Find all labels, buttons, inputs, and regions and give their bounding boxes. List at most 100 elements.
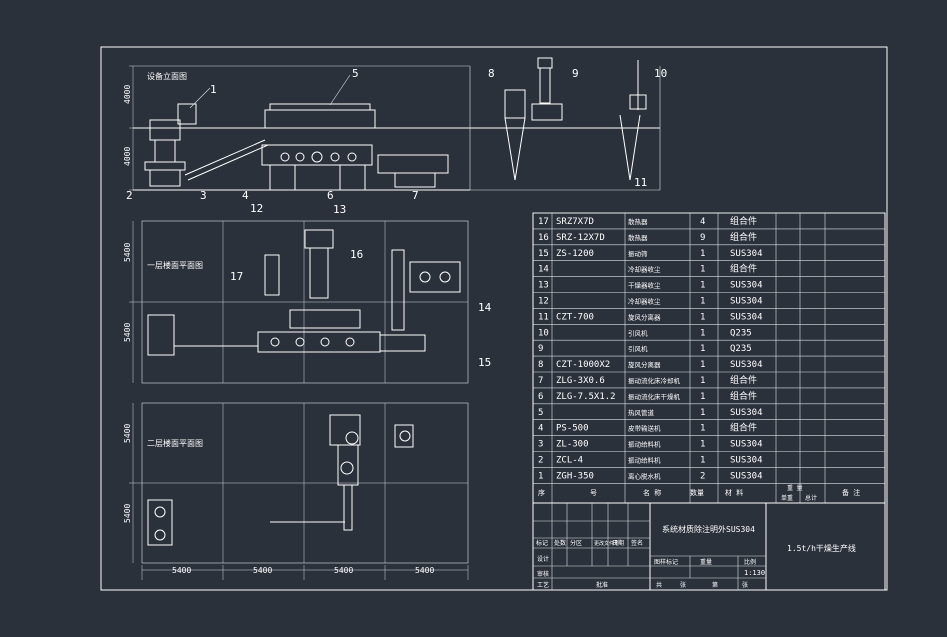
bom-header-qty: 数量 — [690, 488, 704, 497]
bom-cell-code: CZT-1000X2 — [556, 360, 610, 370]
bom-cell-qty: 1 — [700, 424, 705, 434]
bom-cell-no: 6 — [538, 392, 543, 402]
bom-cell-qty: 1 — [700, 392, 705, 402]
bom-cell-no: 5 — [538, 408, 543, 418]
callout-15: 15 — [478, 356, 491, 369]
bom-cell-material: 组合件 — [730, 374, 757, 386]
bom-cell-material: SUS304 — [730, 408, 763, 418]
callouts: 1 2 3 4 5 6 7 8 9 10 11 12 13 14 15 16 1… — [126, 67, 667, 369]
floor2-title: 二层楼面平面图 — [147, 438, 203, 448]
callout-8: 8 — [488, 67, 495, 80]
bom-cell-material: 组合件 — [730, 422, 757, 434]
bom-cell-qty: 1 — [700, 297, 705, 307]
bom-cell-code: ZGH-350 — [556, 471, 594, 481]
callout-1: 1 — [210, 83, 217, 96]
bom-header-single: 单重 — [781, 494, 793, 502]
bom-cell-name: 旋风分离器 — [628, 360, 661, 369]
bottom-dim-4: 5400 — [415, 566, 434, 575]
bom-cell-name: 振动流化床干燥机 — [628, 392, 681, 401]
title-material-note: 系统材质除注明外SUS304 — [662, 524, 755, 534]
callout-5: 5 — [352, 67, 359, 80]
bom-cell-material: Q235 — [730, 328, 752, 338]
bom-cell-material: 组合件 — [730, 263, 757, 275]
callout-13: 13 — [333, 203, 346, 216]
bom-cell-no: 7 — [538, 376, 543, 386]
bom-cell-qty: 1 — [700, 344, 705, 354]
f2-dim-upper: 5400 — [123, 424, 132, 443]
bom-cell-name: 旋风分离器 — [628, 312, 661, 321]
bom-cell-name: 热风管道 — [628, 408, 655, 417]
bom-cell-no: 16 — [538, 233, 549, 243]
callout-12: 12 — [250, 202, 263, 215]
bom-cell-qty: 9 — [700, 233, 705, 243]
title-label-drawing-mark: 图样标记 — [654, 558, 678, 566]
bom-cell-no: 11 — [538, 312, 549, 322]
title-label-review: 审核 — [537, 570, 549, 578]
bom-header-weight: 重 量 — [787, 484, 803, 492]
bom-cell-no: 8 — [538, 360, 543, 370]
bom-cell-name: 干燥器收尘 — [628, 281, 661, 290]
bom-cell-no: 4 — [538, 424, 543, 434]
bom-cell-no: 17 — [538, 217, 549, 227]
bom-cell-qty: 1 — [700, 312, 705, 322]
callout-10: 10 — [654, 67, 667, 80]
bom-header-remarks: 备 注 — [842, 488, 860, 497]
bom-header-material: 材 料 — [725, 488, 743, 497]
bom-cell-no: 9 — [538, 344, 543, 354]
title-drawing-name: 1.5t/h干燥生产线 — [787, 543, 856, 553]
bom-cell-qty: 2 — [700, 471, 705, 481]
bom-cell-code: SRZ-12X7D — [556, 233, 605, 243]
bom-cell-qty: 1 — [700, 265, 705, 275]
title-label-count: 处数 — [554, 539, 566, 547]
callout-2: 2 — [126, 189, 133, 202]
bom-cell-no: 10 — [538, 328, 549, 338]
bom-cell-name: 散热器 — [628, 233, 648, 242]
elev-dim-lower: 4000 — [123, 147, 132, 166]
title-label-date: 日期 — [612, 539, 624, 547]
bom-header-no: 序 — [538, 488, 545, 497]
title-block: 系统材质除注明外SUS304 1.5t/h干燥生产线 1:130 设计 审核 工… — [532, 502, 886, 591]
bom-cell-name: 振动给料机 — [628, 456, 661, 465]
bom-cell-material: SUS304 — [730, 297, 763, 307]
callout-11: 11 — [634, 176, 647, 189]
title-label-total-sheets: 共 — [656, 581, 662, 589]
bom-cell-qty: 1 — [700, 440, 705, 450]
callout-3: 3 — [200, 189, 207, 202]
bom-cell-name: 振动筛 — [628, 249, 648, 258]
bom-cell-no: 3 — [538, 440, 543, 450]
bottom-dim-2: 5400 — [253, 566, 272, 575]
bom-cell-material: SUS304 — [730, 456, 763, 466]
callout-6: 6 — [327, 189, 334, 202]
bom-cell-material: 组合件 — [730, 390, 757, 402]
bom-cell-name: 冷却器收尘 — [628, 265, 661, 274]
bom-header-name: 名 称 — [643, 488, 661, 497]
bom-cell-name: 冷却器收尘 — [628, 297, 661, 306]
title-scale: 1:130 — [744, 569, 765, 577]
bom-cell-no: 14 — [538, 265, 549, 275]
bom-cell-no: 1 — [538, 471, 543, 481]
title-label-design: 设计 — [537, 555, 549, 563]
bom-cell-no: 13 — [538, 281, 549, 291]
floor1-title: 一层楼面平面图 — [147, 260, 203, 270]
bottom-dim-3: 5400 — [334, 566, 353, 575]
bom-cell-name: 引风机 — [628, 328, 648, 337]
bom-cell-code: CZT-700 — [556, 312, 594, 322]
title-label-ratio: 比例 — [744, 558, 756, 566]
title-label-weight: 重量 — [700, 558, 712, 566]
bom-cell-code: ZL-300 — [556, 440, 589, 450]
bom-cell-no: 2 — [538, 456, 543, 466]
title-label-change: 更改文件号 — [594, 540, 619, 547]
bom-cell-code: ZLG-7.5X1.2 — [556, 392, 616, 402]
bom-cell-name: 引风机 — [628, 344, 648, 353]
bom-cell-material: SUS304 — [730, 360, 763, 370]
floor2-plan: 二层楼面平面图 5400 5400 5400 5400 5400 5400 — [123, 402, 469, 580]
title-label-sign: 签名 — [631, 539, 643, 547]
callout-9: 9 — [572, 67, 579, 80]
title-label-sheet-1: 张 — [680, 581, 686, 589]
bom-cell-code: ZLG-3X0.6 — [556, 376, 605, 386]
callout-4: 4 — [242, 189, 249, 202]
bom-cell-name: 振动给料机 — [628, 440, 661, 449]
title-label-zone: 分区 — [570, 539, 582, 547]
